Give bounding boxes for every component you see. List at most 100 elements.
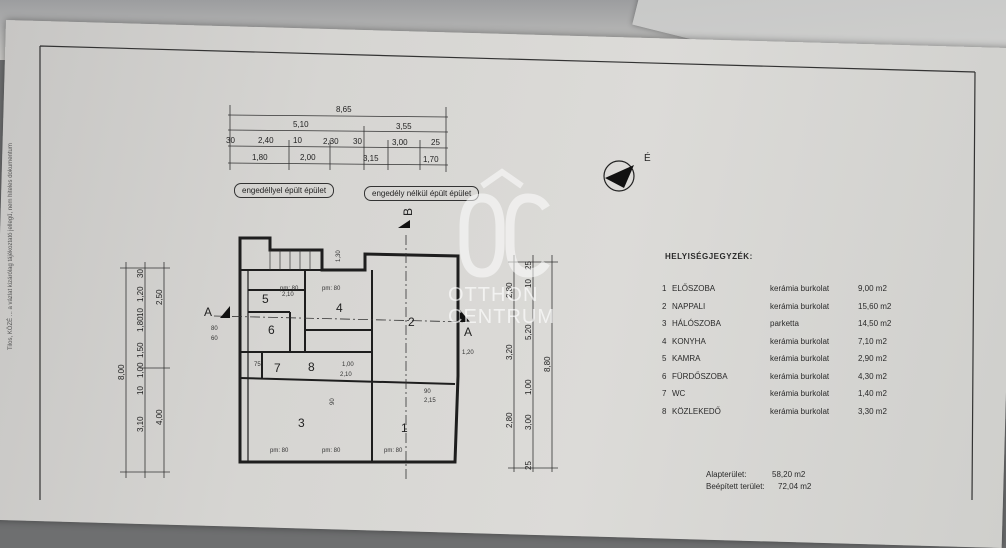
room-1: 1 xyxy=(401,421,408,435)
room-list-finish: kerámia burkolat xyxy=(770,301,830,311)
dim-left-lower: 4,00 xyxy=(155,409,164,425)
watermark-line2: CENTRUM xyxy=(448,306,555,328)
list-item: 4 KONYHA kerámia burkolat 7,10 m2 xyxy=(662,337,922,355)
section-line-a xyxy=(213,315,471,323)
room-list-name: HÁLÓSZOBA xyxy=(672,319,721,328)
misc-j: 1,30 xyxy=(336,250,342,262)
room-list-no: 6 xyxy=(662,371,667,381)
room-list-no: 3 xyxy=(662,319,667,328)
misc-a: 2,10 xyxy=(282,292,294,298)
dim-right-d: 2,80 xyxy=(505,412,514,428)
room-list-finish: kerámia burkolat xyxy=(770,371,830,381)
misc-b: 1,00 xyxy=(342,362,354,368)
dim-right-h: 25 xyxy=(524,261,533,270)
section-a-label-right: A xyxy=(464,325,472,339)
room-list-area: 14,50 m2 xyxy=(858,319,892,328)
dim-row2-b: 3,55 xyxy=(396,122,412,131)
total-value: 72,04 m2 xyxy=(778,482,812,491)
room-heights: pm: 80 pm: 80 pm: 80 pm: 80 pm: 80 2,10 … xyxy=(211,250,474,454)
sheet-border xyxy=(39,45,976,500)
list-item: 7 WC kerámia burkolat 1,40 m2 xyxy=(662,389,922,407)
room-list-name: NAPPALI xyxy=(672,301,706,311)
room-list-area: 9,00 m2 xyxy=(858,284,887,293)
dim-row3-f: 3,00 xyxy=(392,138,408,147)
floor-plan-drawing: 8,65 5,10 3,55 30 2,40 10 2,30 30 3,00 2… xyxy=(39,45,976,500)
room-list-no: 7 xyxy=(662,389,667,398)
dim-right-g: 10 xyxy=(524,279,533,288)
total-label: Beépített terület: xyxy=(706,482,765,491)
room-list-area: 3,30 m2 xyxy=(858,406,887,416)
misc-g: 80 xyxy=(211,326,218,332)
dim-row3-d: 2,30 xyxy=(323,137,339,146)
tag-permitted: engedéllyel épült épület xyxy=(234,183,335,198)
floor-plan-sheet: Tilos, KÖZÉ ... a vázlat kizárólag tájék… xyxy=(0,20,1006,548)
room-list-area: 2,90 m2 xyxy=(858,354,887,363)
misc-c: 2,10 xyxy=(340,372,352,378)
dim-row4-c: 3,15 xyxy=(363,154,379,163)
dim-left-a: 3,10 xyxy=(136,416,145,432)
room-list-finish: kerámia burkolat xyxy=(770,336,830,346)
watermark-text: OTTHON CENTRUM xyxy=(448,284,555,328)
dim-left-d: 1,80 xyxy=(136,316,145,332)
room-list-no: 4 xyxy=(662,336,667,346)
list-item: 5 KAMRA kerámia burkolat 2,90 m2 xyxy=(662,354,922,372)
room-3: 3 xyxy=(298,416,305,430)
left-dimension-labels: 8,00 4,00 2,50 3,10 1,50 1,20 1,80 1,00 … xyxy=(117,269,164,432)
watermark-logo-icon xyxy=(459,168,550,278)
dim-row3-c: 10 xyxy=(293,136,302,145)
room-list-name: KONYHA xyxy=(672,336,706,346)
room-1-height: pm: 80 xyxy=(384,448,403,454)
room-list-title: HELYISÉGJEGYZÉK: xyxy=(665,252,753,261)
section-a-label: A xyxy=(204,305,212,319)
north-label: É xyxy=(644,153,651,164)
dim-left-f: 10 xyxy=(136,386,145,395)
list-item: 8 KÖZLEKEDŐ kerámia burkolat 3,30 m2 xyxy=(662,407,922,425)
misc-i: 75 xyxy=(254,362,261,368)
room-list-no: 1 xyxy=(662,284,667,293)
room-list-name: WC xyxy=(672,389,686,398)
misc-h: 60 xyxy=(211,336,218,342)
room-list-no: 8 xyxy=(662,406,667,416)
north-arrow-icon xyxy=(603,160,635,192)
room-numbers: 1 2 3 4 5 6 7 8 xyxy=(262,292,415,435)
top-dimension-lines xyxy=(227,105,449,172)
total-value: 58,20 m2 xyxy=(772,470,806,479)
list-item: 6 FÜRDŐSZOBA kerámia burkolat 4,30 m2 xyxy=(662,372,922,390)
room-list-finish: kerámia burkolat xyxy=(770,284,830,293)
room-list-name: ELŐSZOBA xyxy=(672,284,716,293)
section-a-marker-right xyxy=(460,310,470,322)
room-list-area: 1,40 m2 xyxy=(858,389,887,398)
dim-row2-a: 5,10 xyxy=(293,120,309,129)
list-item: 1 ELŐSZOBA kerámia burkolat 9,00 m2 xyxy=(662,284,922,302)
room-2: 2 xyxy=(408,315,415,329)
dim-right-a: 5,20 xyxy=(524,324,533,340)
room-list-area: 7,10 m2 xyxy=(858,336,887,346)
misc-d: 2,15 xyxy=(424,398,436,404)
dim-left-b: 1,50 xyxy=(136,342,145,358)
room-7: 7 xyxy=(274,361,281,375)
right-dimension-labels: 8,80 5,20 3,00 3,20 2,80 2,80 1,00 10 25… xyxy=(505,261,552,470)
room-3-height: pm: 80 xyxy=(270,448,289,454)
stair-lines xyxy=(269,250,311,270)
dim-right-e: 2,80 xyxy=(505,282,514,298)
section-b-marker xyxy=(398,220,410,228)
dim-row4-a: 1,80 xyxy=(252,153,268,162)
dim-right-total: 8,80 xyxy=(543,356,552,372)
dim-row4-d: 1,70 xyxy=(423,155,439,164)
total-label: Alapterület: xyxy=(706,470,747,479)
room-list-name: KÖZLEKEDŐ xyxy=(672,406,721,416)
dim-row3-e: 30 xyxy=(353,137,362,146)
room-list-no: 5 xyxy=(662,354,667,363)
dim-row3-g: 25 xyxy=(431,138,440,147)
room-list-finish: kerámia burkolat xyxy=(770,389,830,398)
dim-left-g: 10 xyxy=(136,308,145,317)
dim-row3-b: 2,40 xyxy=(258,136,274,145)
dim-left-c: 1,20 xyxy=(136,286,145,302)
dim-total: 8,65 xyxy=(336,105,352,114)
right-dimension-lines xyxy=(508,255,558,472)
top-dimension-labels: 8,65 5,10 3,55 30 2,40 10 2,30 30 3,00 2… xyxy=(226,105,440,164)
room-list-name: KAMRA xyxy=(672,354,701,363)
room-list-finish: kerámia burkolat xyxy=(770,406,830,416)
room-2-height: pm: 80 xyxy=(280,286,299,292)
dim-right-c: 3,20 xyxy=(505,344,514,360)
